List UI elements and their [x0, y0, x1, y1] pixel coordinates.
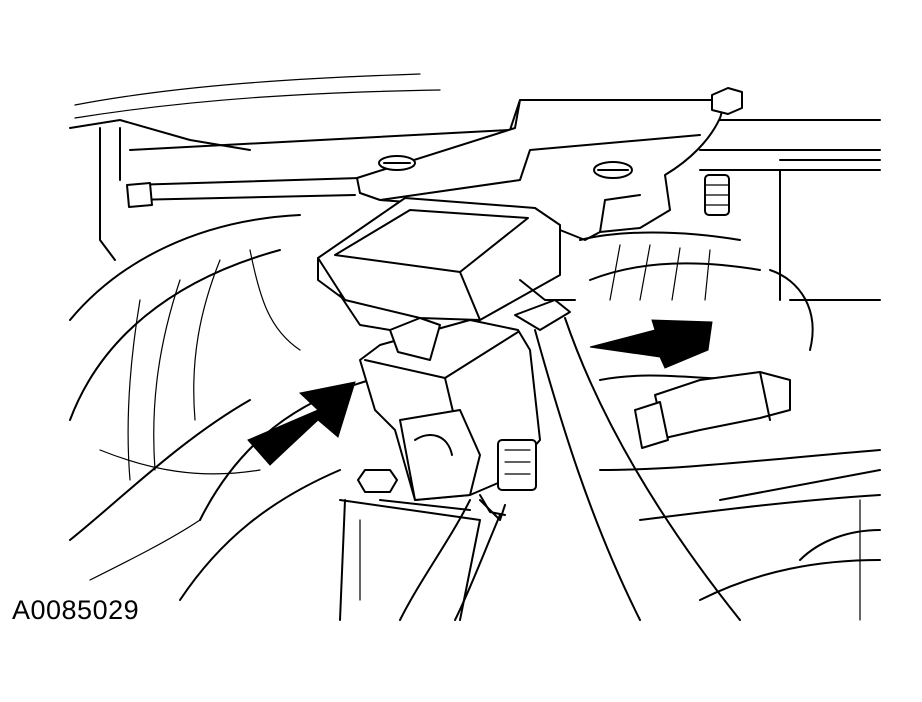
arrow-right-icon — [589, 319, 713, 369]
nut-top-icon — [711, 87, 743, 115]
sensor-tube-icon — [654, 371, 791, 439]
clip-left-icon — [126, 182, 153, 208]
arrow-left-icon — [247, 381, 356, 466]
stud-right-icon — [704, 174, 730, 216]
right-components — [579, 159, 881, 621]
sensor-body — [317, 197, 576, 331]
pigtail-wires — [399, 499, 506, 621]
bolt-lower-icon — [357, 469, 398, 493]
bracket-bolts — [126, 87, 743, 216]
wiring-harness-left — [69, 214, 371, 601]
lower-bracket — [339, 469, 481, 621]
electrical-connector — [359, 317, 541, 516]
pointer-arrows — [247, 319, 713, 466]
figure-id-label: A0085029 — [12, 595, 140, 625]
